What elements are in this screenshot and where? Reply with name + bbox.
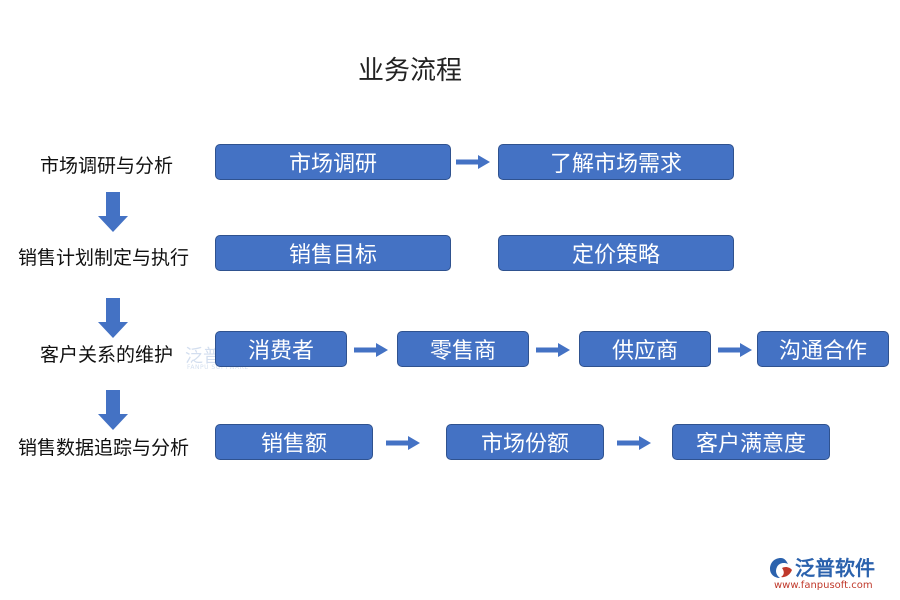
right-arrow-icon: [718, 343, 752, 357]
step-box-market-research: 市场调研: [215, 144, 451, 180]
row-label-sales-plan: 销售计划制定与执行: [18, 247, 190, 269]
right-arrow-icon: [536, 343, 570, 357]
watermark-subtext: FANPU SOFTWARE: [187, 364, 249, 371]
step-box-customer-satisfaction: 客户满意度: [672, 424, 830, 460]
step-box-understand-demand: 了解市场需求: [498, 144, 734, 180]
logo-text: 泛普软件: [795, 556, 875, 580]
step-box-communication: 沟通合作: [757, 331, 889, 367]
step-box-retailer: 零售商: [397, 331, 529, 367]
right-arrow-icon: [354, 343, 388, 357]
step-box-consumer: 消费者: [215, 331, 347, 367]
fanpu-logo-icon: [770, 558, 792, 578]
step-box-supplier: 供应商: [579, 331, 711, 367]
step-box-sales-amount: 销售额: [215, 424, 373, 460]
step-box-pricing-strategy: 定价策略: [498, 235, 734, 271]
step-box-market-share: 市场份额: [446, 424, 604, 460]
diagram-title: 业务流程: [357, 56, 462, 86]
row-label-customer-relations: 客户关系的维护: [40, 344, 174, 366]
step-box-sales-target: 销售目标: [215, 235, 451, 271]
down-arrow-icon: [98, 298, 128, 338]
logo-url: www.fanpusoft.com: [774, 580, 873, 591]
down-arrow-icon: [98, 192, 128, 232]
company-logo: 泛普软件 www.fanpusoft.com: [768, 552, 894, 598]
right-arrow-icon: [456, 155, 490, 169]
right-arrow-icon: [617, 436, 651, 450]
row-label-market-research: 市场调研与分析: [40, 155, 174, 177]
row-label-sales-data: 销售数据追踪与分析: [18, 437, 190, 459]
down-arrow-icon: [98, 390, 128, 430]
right-arrow-icon: [386, 436, 420, 450]
